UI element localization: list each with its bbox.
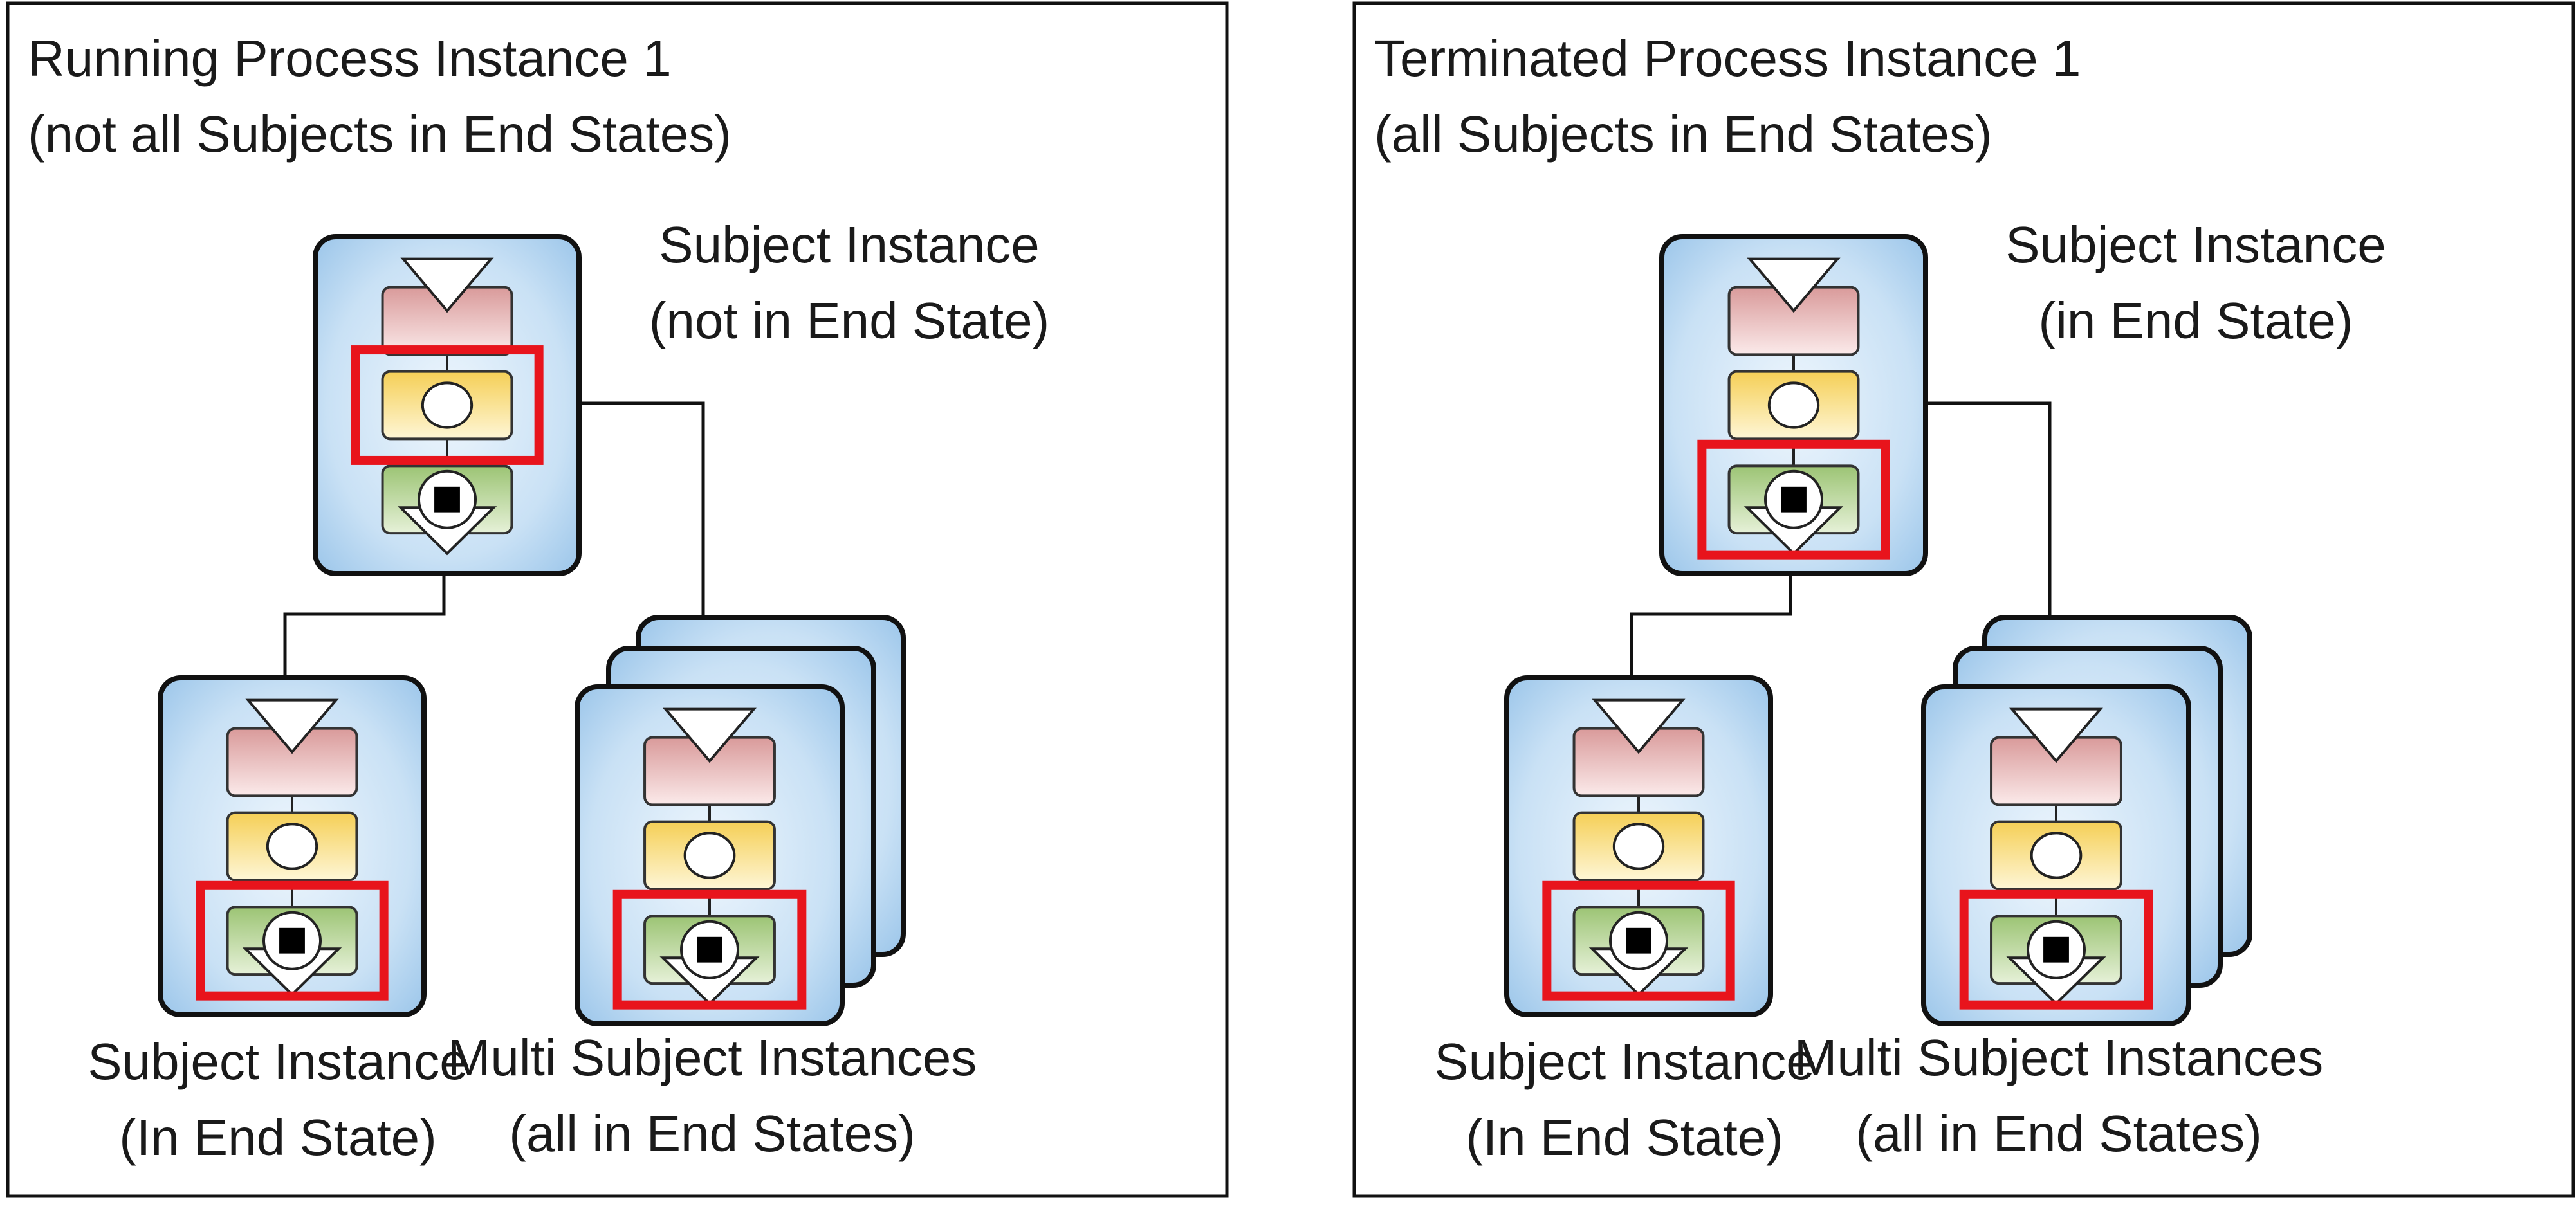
end-square-icon bbox=[1781, 486, 1807, 513]
single-subject-card bbox=[1504, 675, 1773, 1017]
active-state-highlight bbox=[351, 345, 544, 465]
connector-line bbox=[283, 572, 446, 682]
start-triangle-icon bbox=[1592, 698, 1686, 754]
multi-subject-sublabel: (all in End States) bbox=[1855, 1105, 2261, 1162]
single-subject-label: Subject Instance bbox=[87, 1033, 468, 1090]
start-triangle-icon bbox=[400, 257, 494, 313]
active-state-highlight bbox=[1959, 889, 2153, 1010]
panel-subtitle: (not all Subjects in End States) bbox=[28, 105, 731, 163]
function-circle-icon bbox=[2030, 832, 2083, 879]
active-state-highlight bbox=[196, 880, 389, 1001]
top-subject-sublabel: (in End State) bbox=[2038, 292, 2353, 349]
top-subject-sublabel: (not in End State) bbox=[649, 292, 1050, 349]
end-square-icon bbox=[697, 936, 722, 963]
single-subject-card bbox=[158, 675, 427, 1017]
start-triangle-icon bbox=[245, 698, 339, 754]
multi-subject-front-card bbox=[1921, 684, 2191, 1026]
start-triangle-icon bbox=[1747, 257, 1841, 313]
active-state-highlight bbox=[1697, 439, 1890, 560]
panel-title: Terminated Process Instance 1 bbox=[1374, 30, 2081, 87]
connector-line bbox=[1630, 572, 1792, 682]
panel-subtitle: (all Subjects in End States) bbox=[1374, 105, 1992, 163]
end-square-icon bbox=[279, 927, 305, 954]
active-state-highlight bbox=[612, 889, 807, 1010]
connector-line bbox=[569, 401, 705, 617]
top-subject-label: Subject Instance bbox=[659, 216, 1039, 273]
multi-subject-sublabel: (all in End States) bbox=[509, 1105, 915, 1162]
panel-title: Running Process Instance 1 bbox=[28, 30, 672, 87]
top-subject-card bbox=[1659, 234, 1928, 576]
end-square-icon bbox=[1626, 927, 1651, 954]
multi-subject-front-card bbox=[575, 684, 845, 1026]
end-square-icon bbox=[2043, 936, 2069, 963]
active-state-highlight bbox=[1542, 880, 1735, 1001]
process-panel-1: Running Process Instance 1 (not all Subje… bbox=[6, 1, 1229, 1198]
start-triangle-icon bbox=[663, 707, 757, 763]
function-circle-icon bbox=[421, 381, 474, 429]
single-subject-sublabel: (In End State) bbox=[119, 1109, 437, 1166]
end-square-icon bbox=[434, 486, 460, 513]
connector-line bbox=[1916, 401, 2052, 617]
multi-subject-label: Multi Subject Instances bbox=[448, 1029, 977, 1086]
function-circle-icon bbox=[1612, 823, 1665, 870]
top-subject-card bbox=[313, 234, 582, 576]
single-subject-sublabel: (In End State) bbox=[1466, 1109, 1783, 1166]
multi-subject-label: Multi Subject Instances bbox=[1794, 1029, 2324, 1086]
function-circle-icon bbox=[683, 832, 736, 879]
function-circle-icon bbox=[1767, 381, 1820, 429]
start-triangle-icon bbox=[2009, 707, 2103, 763]
process-panel-2: Terminated Process Instance 1 (all Subjec… bbox=[1352, 1, 2575, 1198]
single-subject-label: Subject Instance bbox=[1434, 1033, 1814, 1090]
top-subject-label: Subject Instance bbox=[2005, 216, 2386, 273]
function-circle-icon bbox=[266, 823, 318, 870]
